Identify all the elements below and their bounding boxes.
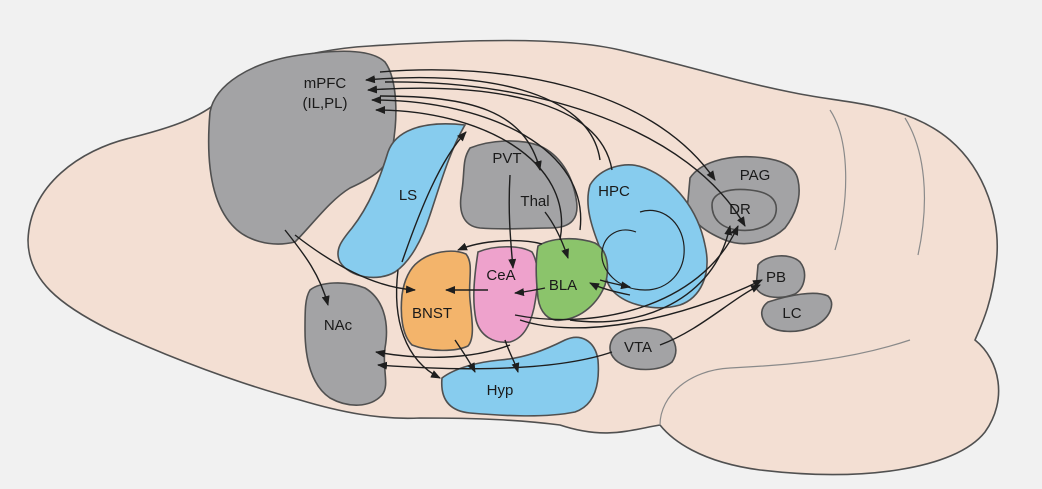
label-hpc: HPC [598, 183, 630, 200]
label-thal: Thal [520, 193, 549, 210]
region-mpfc [207, 50, 397, 245]
proj-bnst-to-hyp [454, 339, 476, 373]
region-pb [755, 255, 806, 299]
proj-mpfc-to-thal [379, 95, 542, 171]
label-lc: LC [782, 305, 801, 322]
proj-mpfc-3 [371, 96, 582, 231]
region-cea [473, 245, 539, 344]
proj-cea-to-hyp [504, 339, 520, 373]
proj-bla-to-pag [569, 225, 733, 323]
region-lc [760, 292, 833, 333]
label-bnst: BNST [412, 305, 452, 322]
label-nac: NAc [324, 317, 353, 334]
label-pvt: PVT [492, 150, 521, 167]
proj-to-nac [375, 344, 511, 359]
proj-mpfc-1 [365, 75, 601, 161]
proj-bla-to-cea [514, 287, 546, 297]
label-cea: CeA [486, 267, 515, 284]
label-pag: PAG [740, 167, 771, 184]
label-dr: DR [729, 201, 751, 218]
proj-mpfc-to-pag [379, 69, 716, 181]
hpc-spiral [601, 209, 685, 291]
cerebellum-fold-1 [829, 109, 847, 251]
proj-cea-to-bnst-top [457, 239, 543, 251]
label-mpfc-line2: (IL,PL) [302, 95, 347, 112]
projections [284, 69, 763, 379]
proj-mpfc-to-dr [384, 81, 746, 227]
proj-mpfc-to-bnst [294, 234, 416, 294]
label-ls: LS [399, 187, 417, 204]
proj-hpc-to-bla [589, 282, 631, 296]
proj-vta-to-nac [377, 351, 613, 370]
region-vta [609, 326, 677, 371]
proj-vta-to-pb [659, 284, 761, 346]
label-vta: VTA [624, 339, 652, 356]
proj-cea-to-pb [519, 279, 763, 329]
proj-ls-to-hyp [395, 269, 441, 379]
proj-mpfc-to-nac [284, 229, 330, 306]
label-mpfc-line1: mPFC [304, 75, 347, 92]
proj-ls-up [401, 131, 467, 263]
proj-mpfc-2 [367, 85, 613, 171]
label-bla: BLA [549, 277, 577, 294]
label-hyp: Hyp [487, 382, 514, 399]
cerebellum-fold-2 [904, 117, 926, 256]
region-bnst [400, 250, 474, 352]
cerebellum-fold-3 [659, 339, 911, 426]
region-bla [535, 237, 609, 322]
proj-bla-to-hpc [599, 279, 631, 290]
region-ls [337, 123, 467, 279]
region-hyp [441, 336, 600, 417]
proj-mpfc-4 [375, 106, 563, 241]
proj-thal-to-bla [544, 211, 569, 259]
label-pb: PB [766, 269, 786, 286]
region-nac [304, 282, 388, 406]
proj-pvt-to-cea [508, 174, 517, 269]
